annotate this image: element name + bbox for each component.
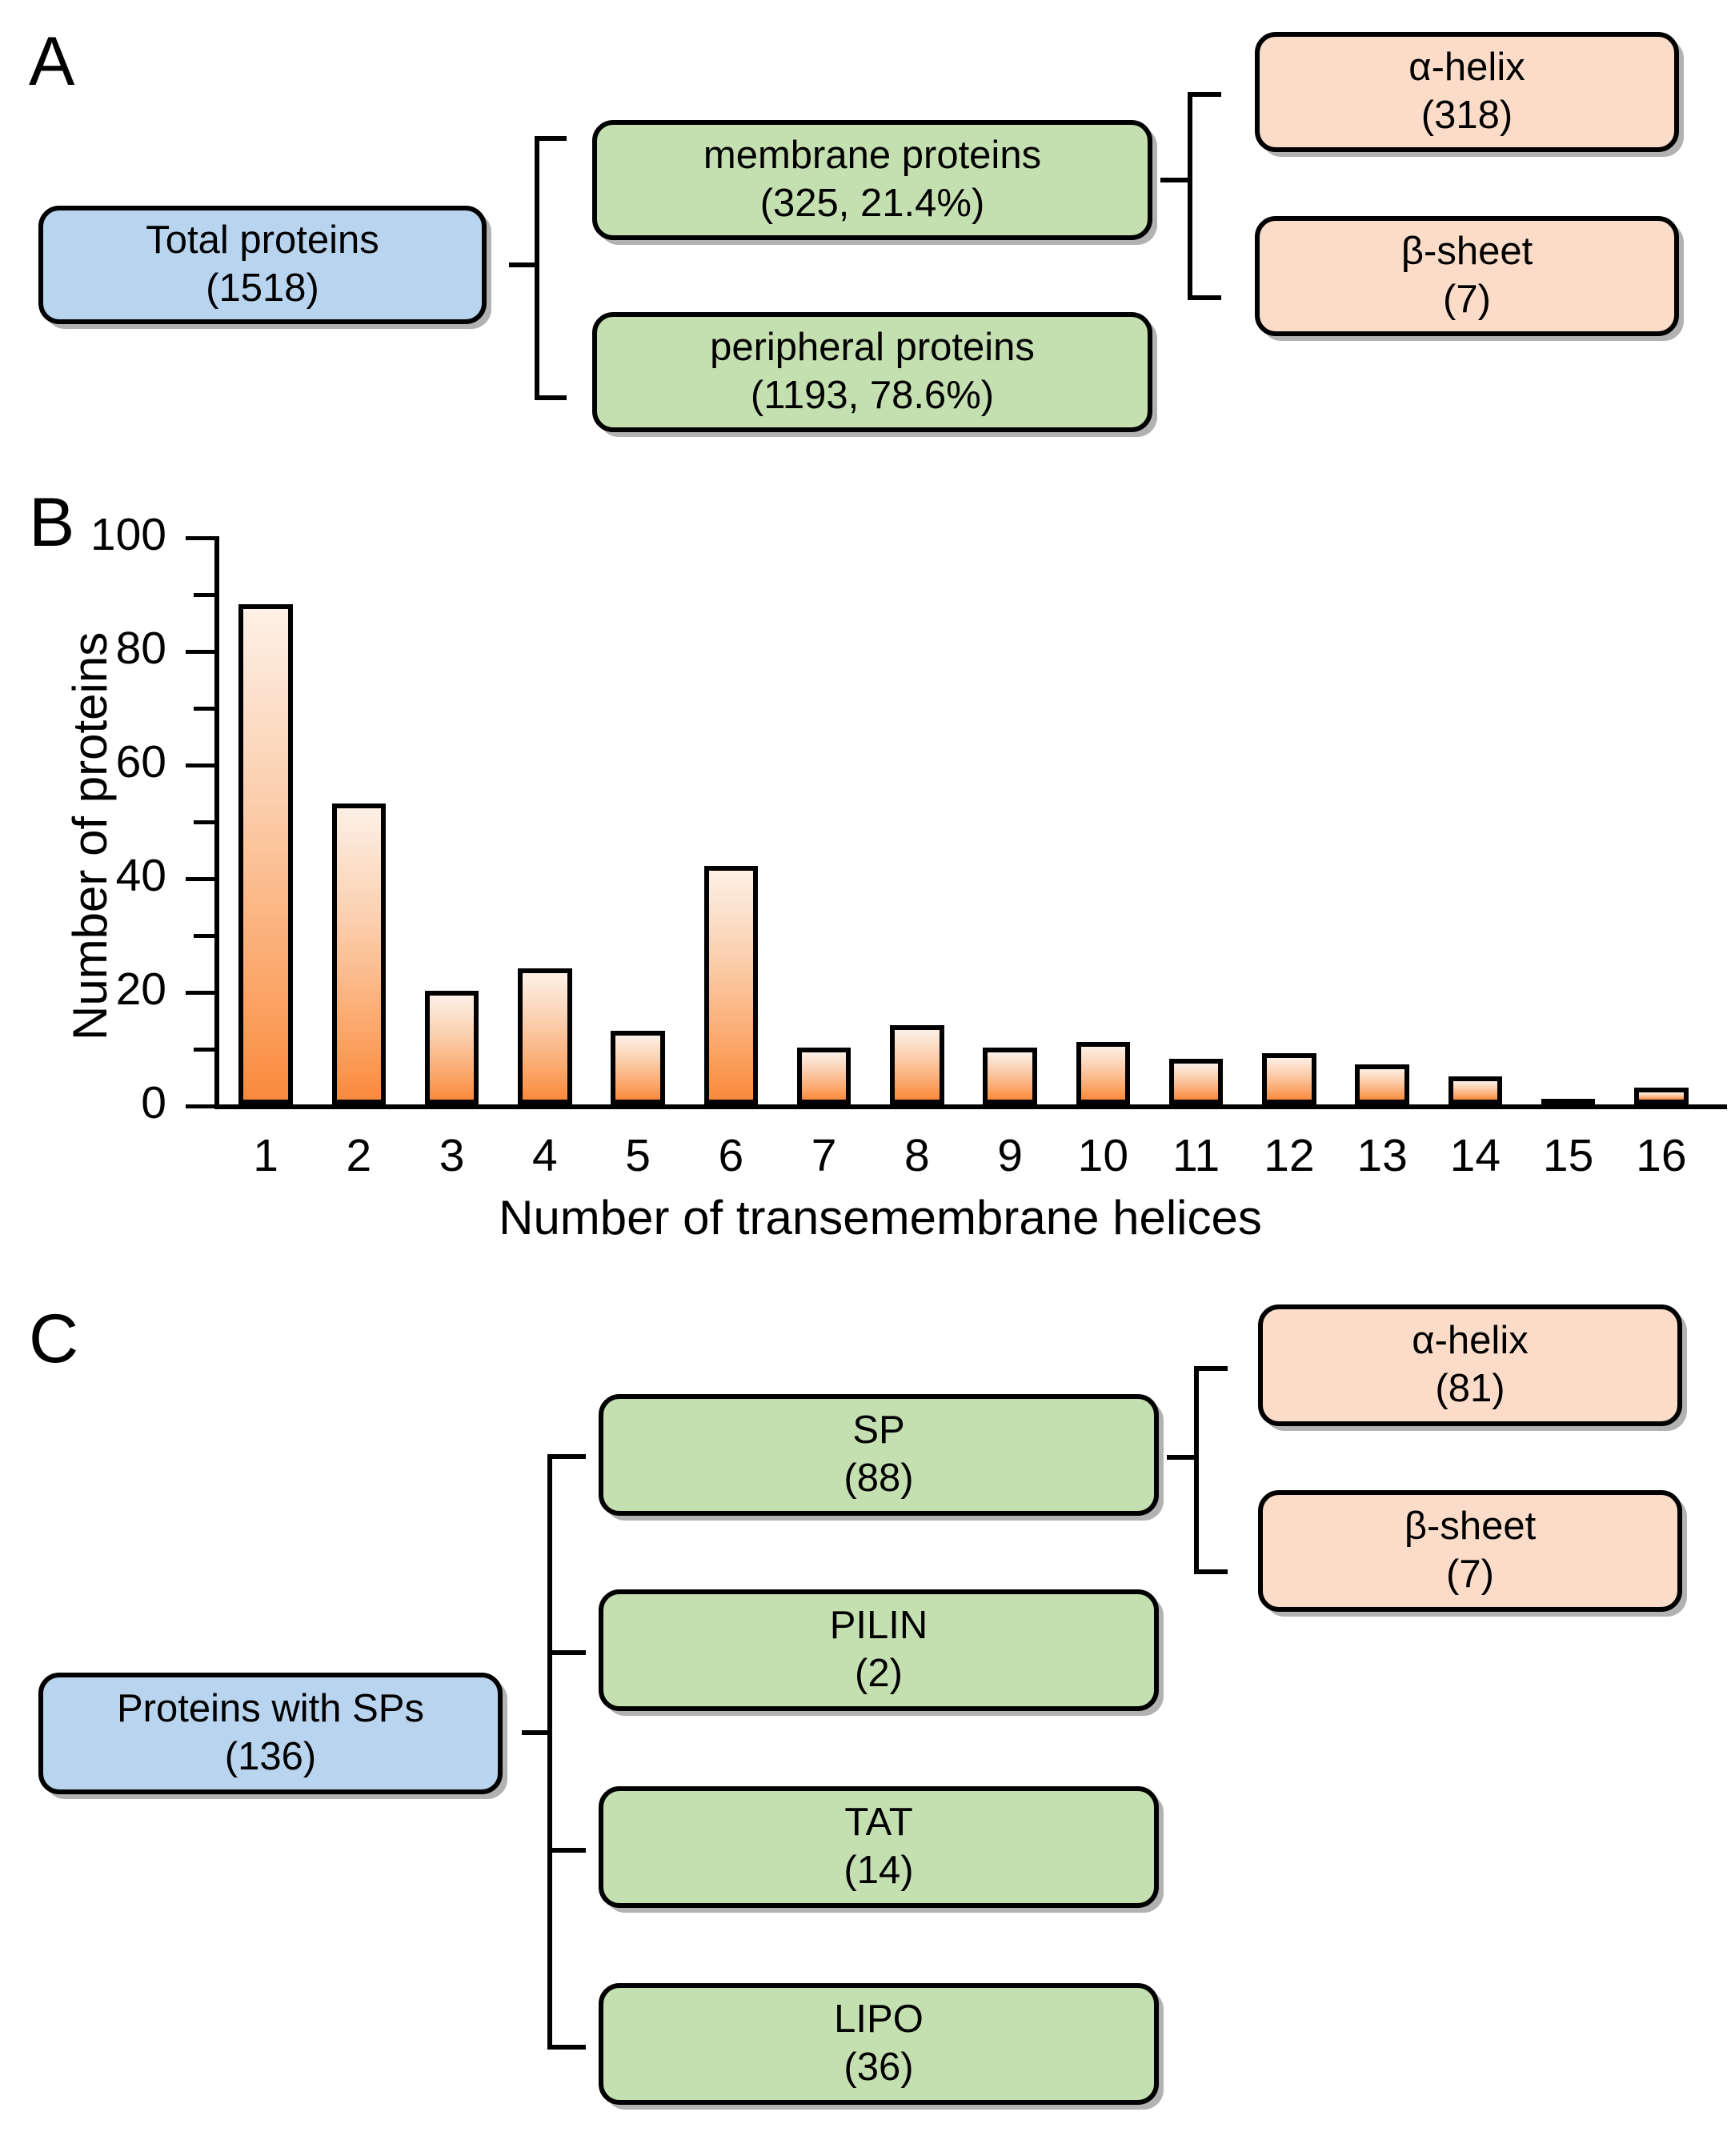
chart-y-tick-minor [194,820,218,824]
panel-c-beta-sheet-box: β-sheet (7) [1258,1490,1682,1612]
chart-x-tick-label: 9 [997,1130,1023,1181]
panel-c-alpha-helix-value: (81) [1435,1367,1505,1410]
panel-a-membrane-box: membrane proteins (325, 21.4%) [592,120,1152,240]
chart-y-tick-minor [194,1048,218,1052]
panel-c-letter: C [29,1300,79,1377]
chart-x-tick-label: 7 [811,1130,837,1181]
chart-bar [1262,1053,1316,1104]
chart-bar [1541,1098,1596,1108]
chart-x-tick-label: 12 [1264,1130,1315,1181]
panel-c-lipo-value: (36) [843,2046,914,2089]
panel-c-lipo-label: LIPO [834,1998,924,2042]
chart-x-tick-label: 6 [718,1130,744,1181]
panel-c-sp-value: (88) [843,1457,914,1500]
panel-c-pilin-box: PILIN (2) [599,1589,1159,1711]
panel-a-alpha-helix-label: α-helix [1408,46,1525,90]
chart-bar [1448,1076,1503,1104]
chart-x-tick-label: 1 [253,1130,278,1181]
panel-c-lipo-box: LIPO (36) [599,1983,1159,2105]
panel-c-alpha-helix-label: α-helix [1412,1319,1529,1363]
chart-y-tick-major [186,1104,218,1108]
panel-c-tat-box: TAT (14) [599,1786,1159,1908]
panel-c-pilin-value: (2) [855,1652,903,1695]
panel-c-beta-sheet-value: (7) [1446,1553,1494,1596]
chart-y-tick-label: 40 [115,850,166,901]
chart-bar [890,1024,944,1104]
chart-bar [983,1048,1037,1104]
chart-bar [331,803,387,1104]
chart-y-tick-label: 0 [141,1077,166,1128]
chart-x-tick-label: 3 [439,1130,465,1181]
chart-x-tick-label: 8 [904,1130,930,1181]
panel-c-root-value: (136) [224,1735,317,1778]
chart-x-tick-label: 14 [1449,1130,1501,1181]
panel-a-bracket-membrane [1160,92,1221,300]
panel-a-alpha-helix-box: α-helix (318) [1255,32,1679,152]
chart-bar [1168,1059,1224,1104]
chart-bar [238,604,293,1104]
panel-c-sp-label: SP [852,1409,905,1453]
panel-a-peripheral-label: peripheral proteins [710,326,1035,370]
panel-c-alpha-helix-box: α-helix (81) [1258,1304,1682,1426]
chart-x-tick-label: 2 [346,1130,372,1181]
panel-a-peripheral-value: (1193, 78.6%) [750,374,995,417]
panel-a-beta-sheet-box: β-sheet (7) [1255,216,1679,336]
chart-y-tick-minor [194,707,218,711]
panel-c-pilin-label: PILIN [829,1604,928,1648]
chart-bar [1355,1064,1409,1104]
panel-c-bracket-sp [1167,1366,1228,1574]
chart-y-tick-major [186,536,218,540]
chart-y-tick-minor [194,934,218,938]
chart-bar [1634,1087,1689,1104]
chart-y-tick-major [186,763,218,767]
chart-y-tick-minor [194,593,218,597]
panel-c-root-label: Proteins with SPs [117,1687,424,1731]
chart-y-tick-major [186,991,218,995]
chart-x-axis-label: Number of transemembrane helices [499,1191,1262,1244]
chart-bar [518,968,572,1104]
chart-bar [703,865,759,1104]
chart-x-tick-label: 5 [625,1130,651,1181]
chart-x-axis [214,1104,1727,1109]
panel-a-membrane-label: membrane proteins [703,134,1042,178]
panel-a-beta-sheet-label: β-sheet [1400,230,1533,274]
chart-y-tick-label: 80 [115,623,166,674]
chart-x-tick-label: 15 [1542,1130,1594,1181]
chart-x-tick-label: 13 [1356,1130,1408,1181]
chart-bar [611,1030,665,1104]
chart-y-tick-major [186,877,218,881]
panel-a-root-value: (1518) [206,266,319,310]
chart-bar [1076,1041,1131,1104]
chart-y-tick-label: 100 [90,509,166,560]
panel-a-root-box: Total proteins (1518) [38,206,487,324]
chart-x-tick-label: 10 [1077,1130,1129,1181]
panel-c-sp-box: SP (88) [599,1394,1159,1516]
panel-a-root-label: Total proteins [146,218,379,262]
chart-bar [796,1048,851,1104]
panel-c-tat-label: TAT [844,1801,913,1845]
panel-a-alpha-helix-value: (318) [1420,94,1513,137]
panel-a-membrane-value: (325, 21.4%) [759,182,985,225]
panel-a-bracket-root [509,136,567,400]
chart-x-tick-label: 16 [1636,1130,1687,1181]
panel-a-peripheral-box: peripheral proteins (1193, 78.6%) [592,312,1152,432]
panel-c-tat-value: (14) [843,1849,914,1892]
chart-y-tick-major [186,650,218,654]
chart-y-tick-label: 60 [115,736,166,787]
chart-y-axis-label: Number of proteins [63,631,117,1040]
chart-y-tick-label: 20 [115,964,166,1015]
chart-x-tick-label: 11 [1172,1130,1220,1181]
chart-x-tick-label: 4 [532,1130,558,1181]
panel-a-letter: A [29,23,75,100]
chart-bar [424,991,479,1104]
panel-c-root-box: Proteins with SPs (136) [38,1673,503,1794]
panel-c-bracket-root [522,1454,586,2050]
panel-b-letter: B [29,484,75,561]
panel-a-beta-sheet-value: (7) [1443,278,1491,321]
panel-c-beta-sheet-label: β-sheet [1404,1505,1537,1549]
